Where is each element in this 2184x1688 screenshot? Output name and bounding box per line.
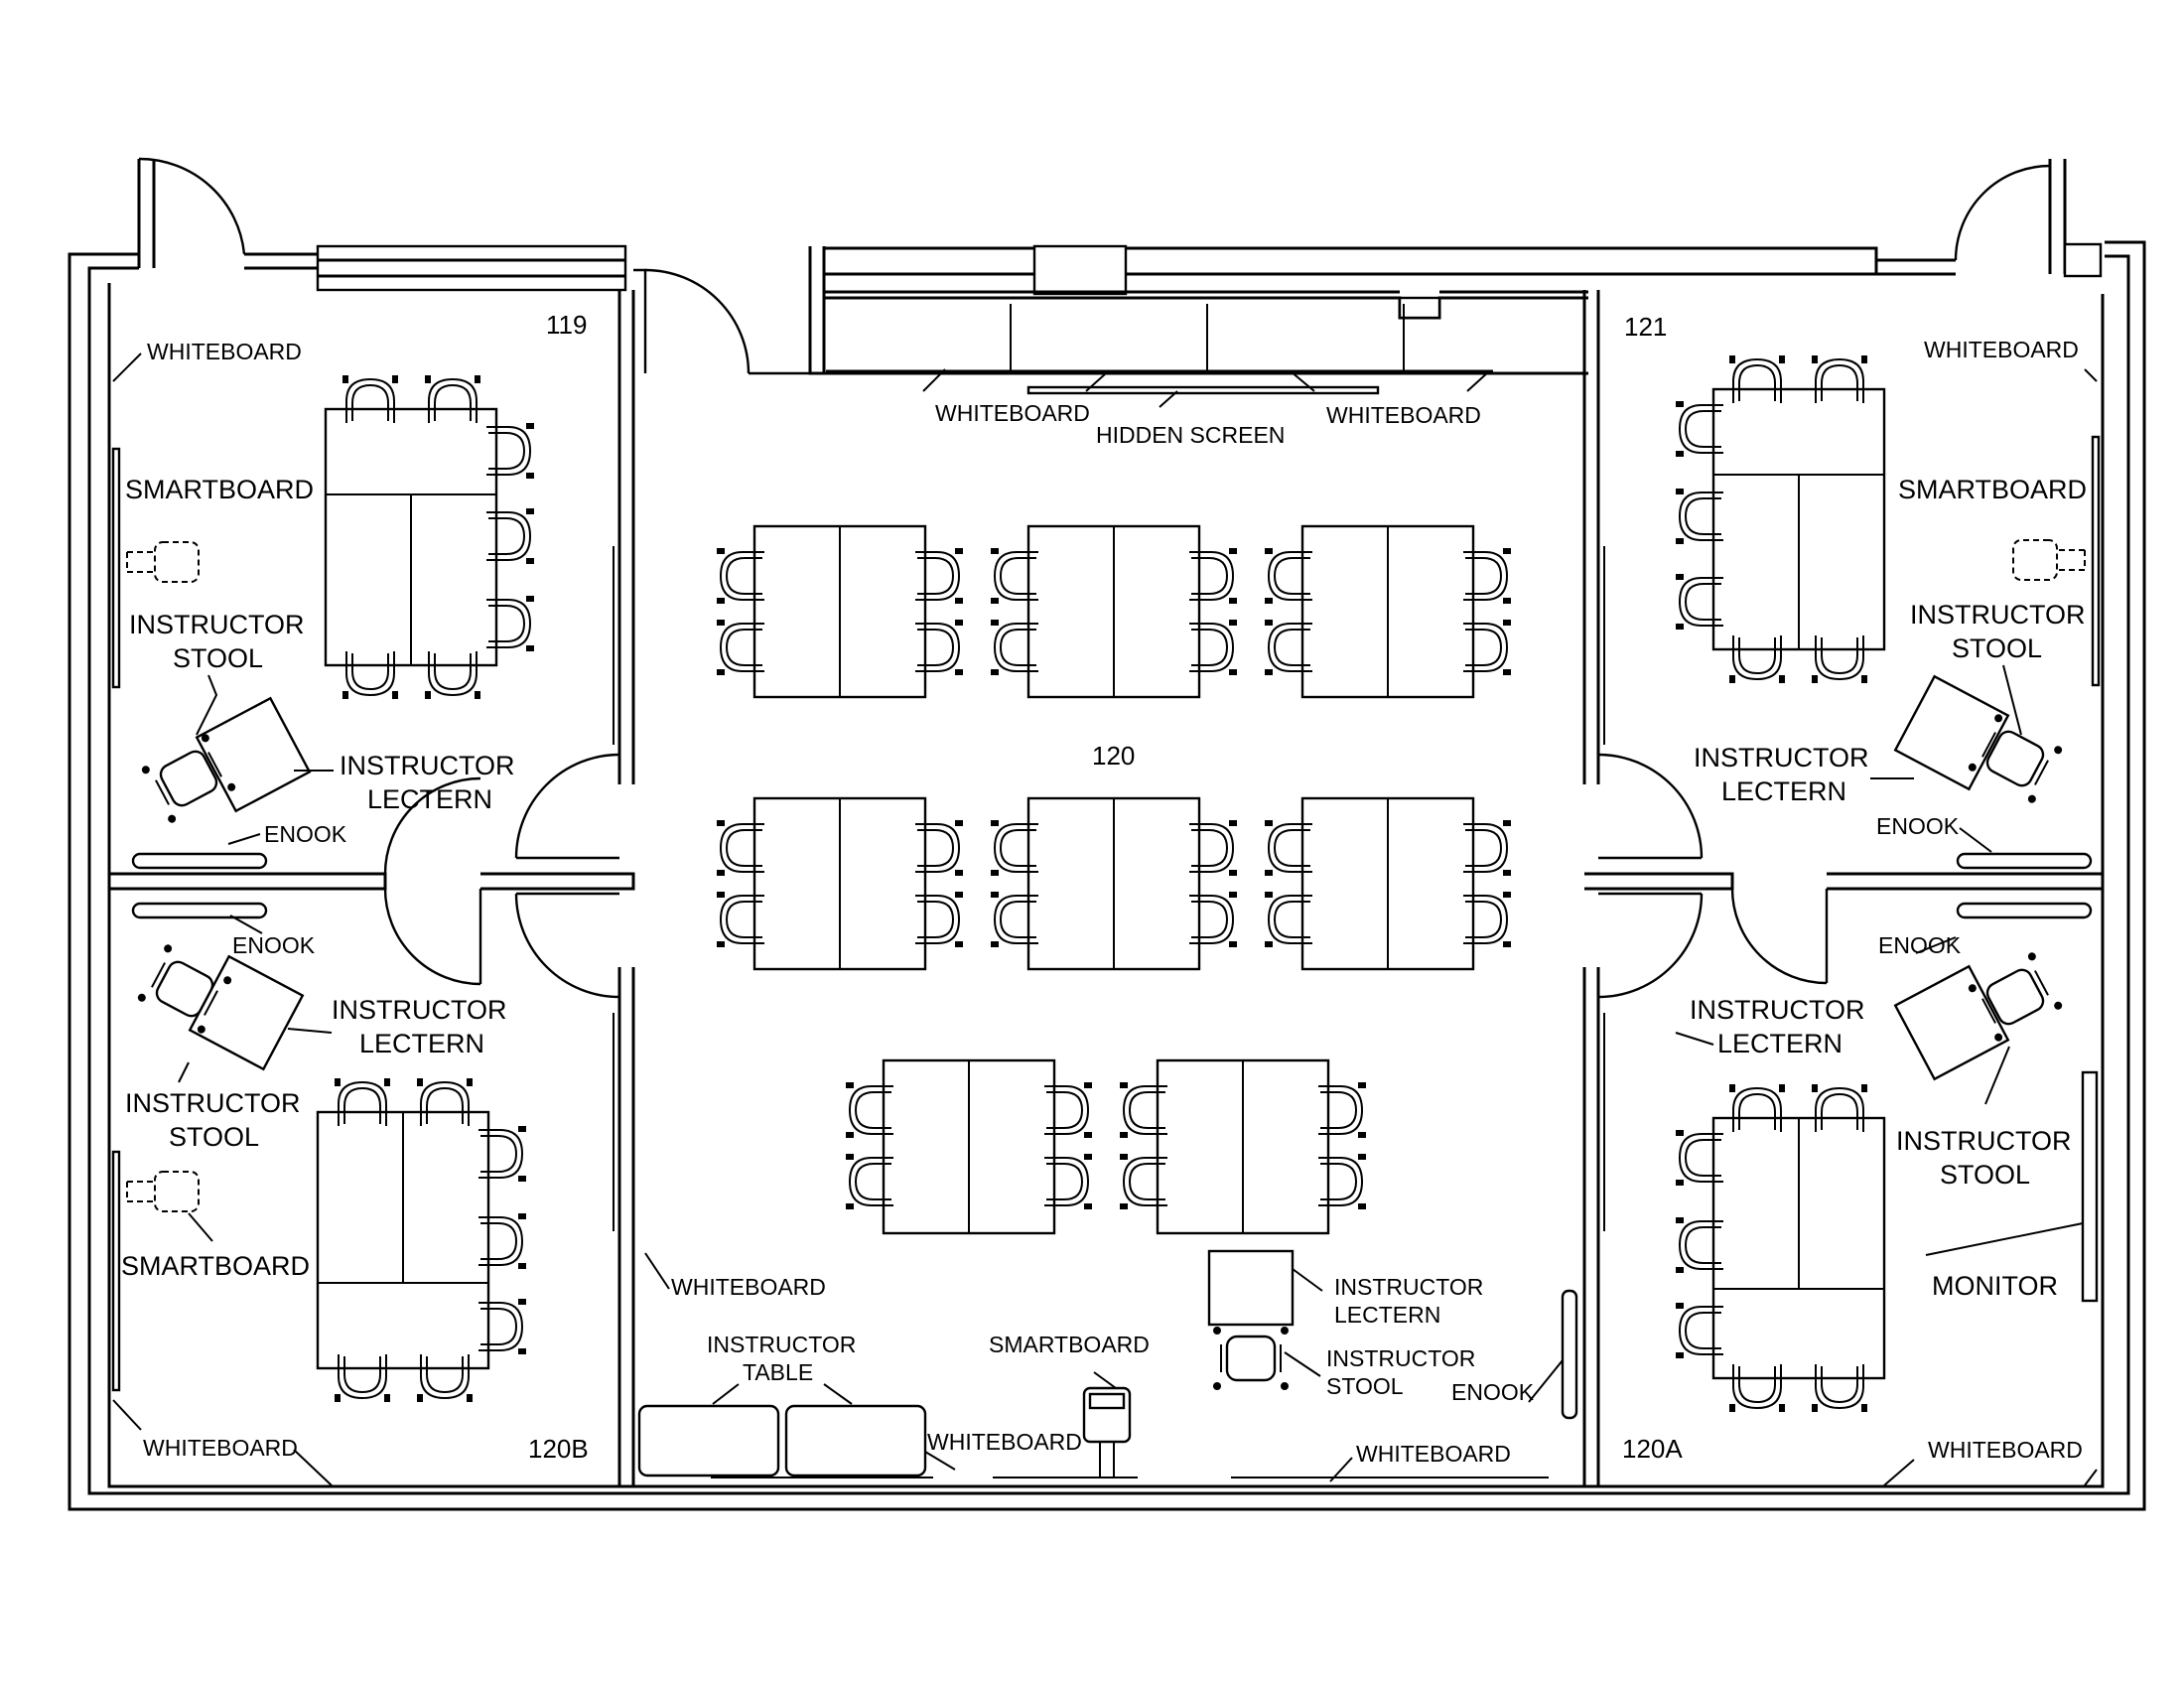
label-whiteboard: WHITEBOARD: [1326, 402, 1481, 428]
label-enook: ENOOK: [264, 821, 347, 847]
label-table: TABLE: [743, 1359, 813, 1385]
label-instructor: INSTRUCTOR: [1690, 995, 1865, 1025]
label-whiteboard: WHITEBOARD: [1924, 337, 2079, 362]
label-smartboard: SMARTBOARD: [125, 475, 314, 504]
exterior-walls: [68, 159, 2146, 1511]
label-instructor: INSTRUCTOR: [1334, 1274, 1483, 1300]
label-instructor: INSTRUCTOR: [332, 995, 507, 1025]
label-lectern: LECTERN: [359, 1029, 484, 1058]
label-hidden-screen: HIDDEN SCREEN: [1096, 422, 1285, 448]
label-instructor: INSTRUCTOR: [129, 610, 305, 639]
label-lectern: LECTERN: [1721, 776, 1846, 806]
label-lectern: LECTERN: [367, 784, 492, 814]
leader-lines: [112, 352, 2098, 1486]
room-number-120b: 120B: [528, 1434, 589, 1464]
label-whiteboard: WHITEBOARD: [671, 1274, 826, 1300]
label-whiteboard: WHITEBOARD: [935, 400, 1090, 426]
doors: [138, 157, 2051, 999]
label-stool: STOOL: [1952, 633, 2042, 663]
label-whiteboard: WHITEBOARD: [143, 1435, 298, 1461]
label-whiteboard: WHITEBOARD: [1356, 1441, 1511, 1467]
label-instructor: INSTRUCTOR: [1694, 743, 1869, 773]
label-smartboard: SMARTBOARD: [1898, 475, 2087, 504]
room-numbers: 119 120 121 120B 120A: [528, 310, 1683, 1464]
label-instructor: INSTRUCTOR: [1326, 1345, 1475, 1371]
label-enook: ENOOK: [1876, 813, 1960, 839]
label-lectern: LECTERN: [1717, 1029, 1843, 1058]
label-enook: ENOOK: [232, 932, 316, 958]
label-lectern: LECTERN: [1334, 1302, 1440, 1328]
label-smartboard: SMARTBOARD: [121, 1251, 310, 1281]
label-instructor: INSTRUCTOR: [340, 751, 515, 780]
label-whiteboard: WHITEBOARD: [927, 1429, 1082, 1455]
label-enook: ENOOK: [1878, 932, 1962, 958]
room-number-120a: 120A: [1622, 1434, 1683, 1464]
room-number-119: 119: [546, 310, 587, 340]
annotations: WHITEBOARD SMARTBOARD INSTRUCTOR STOOL I…: [121, 337, 2087, 1467]
room-120a-furniture: [1675, 949, 2065, 1413]
room-120b-furniture: [126, 941, 527, 1403]
room-121-furniture: [1675, 354, 2086, 806]
label-monitor: MONITOR: [1932, 1271, 2058, 1301]
label-stool: STOOL: [169, 1122, 259, 1152]
room-number-120: 120: [1092, 741, 1135, 771]
label-stool: STOOL: [1326, 1373, 1404, 1399]
label-smartboard: SMARTBOARD: [989, 1332, 1150, 1357]
room-120-tables: [637, 524, 1512, 1478]
label-instructor: INSTRUCTOR: [1896, 1126, 2072, 1156]
room-119-furniture: [126, 374, 535, 826]
label-enook: ENOOK: [1451, 1379, 1535, 1405]
room-number-121: 121: [1624, 312, 1667, 342]
wall-fixtures: [111, 304, 2101, 1478]
label-whiteboard: WHITEBOARD: [147, 339, 302, 364]
label-instructor: INSTRUCTOR: [125, 1088, 301, 1118]
label-stool: STOOL: [1940, 1160, 2030, 1190]
label-instructor: INSTRUCTOR: [1910, 600, 2086, 630]
label-instructor: INSTRUCTOR: [707, 1332, 856, 1357]
label-stool: STOOL: [173, 643, 263, 673]
label-whiteboard: WHITEBOARD: [1928, 1437, 2083, 1463]
